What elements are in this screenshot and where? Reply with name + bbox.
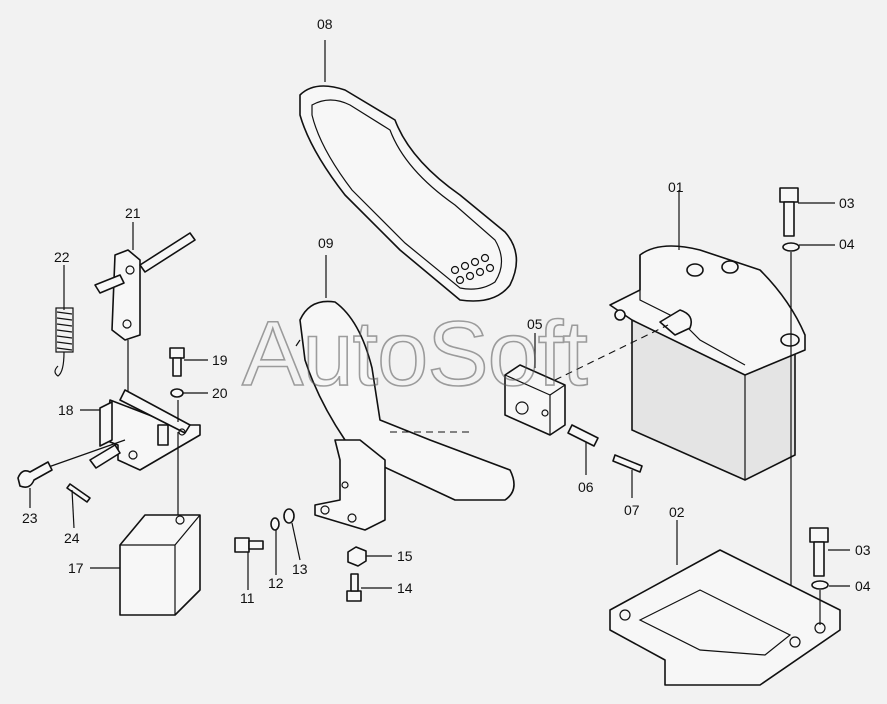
nut-15 xyxy=(347,546,392,567)
callout-11: 11 xyxy=(240,590,255,606)
bolt-11 xyxy=(234,537,264,590)
callout-03-lower: 03 xyxy=(855,542,871,558)
callout-23: 23 xyxy=(22,510,38,526)
bolt-19 xyxy=(169,347,208,377)
connector-block-05 xyxy=(504,333,566,436)
callout-07: 07 xyxy=(624,502,640,518)
pin-07 xyxy=(612,454,643,498)
callout-01: 01 xyxy=(668,179,684,195)
callout-08: 08 xyxy=(317,16,333,32)
block-17 xyxy=(90,514,201,616)
callout-24: 24 xyxy=(64,530,80,546)
washer-13 xyxy=(283,508,301,561)
bolt-03-upper xyxy=(779,187,835,640)
washer-20 xyxy=(170,388,208,422)
spring-22 xyxy=(54,265,74,377)
base-plate-02 xyxy=(609,520,841,686)
callout-03-upper: 03 xyxy=(839,195,855,211)
pin-23 xyxy=(17,461,53,508)
pin-06 xyxy=(567,424,599,475)
cylinder-unit-01 xyxy=(554,190,806,481)
washer-12 xyxy=(270,517,280,575)
bolt-03-lower xyxy=(809,527,850,625)
callout-15: 15 xyxy=(397,548,413,564)
callout-22: 22 xyxy=(54,249,70,265)
callout-21: 21 xyxy=(125,205,141,221)
bolt-14 xyxy=(346,573,392,602)
callout-04-lower: 04 xyxy=(855,578,871,594)
callout-19: 19 xyxy=(212,352,228,368)
callout-12: 12 xyxy=(268,575,284,591)
pedal-pad-08 xyxy=(299,40,518,302)
cotter-pin-24 xyxy=(66,483,91,529)
callout-14: 14 xyxy=(397,580,413,596)
bracket-18 xyxy=(39,389,201,515)
callout-20: 20 xyxy=(212,385,228,401)
lever-21 xyxy=(94,222,196,395)
callout-09: 09 xyxy=(318,235,334,251)
callout-17: 17 xyxy=(68,560,84,576)
callout-04-upper: 04 xyxy=(839,236,855,252)
callout-13: 13 xyxy=(292,561,308,577)
callout-02: 02 xyxy=(669,504,685,520)
callout-05: 05 xyxy=(527,316,543,332)
watermark: AutoSoft xyxy=(242,303,587,405)
pedal-bracket-09 xyxy=(295,255,515,531)
callout-06: 06 xyxy=(578,479,594,495)
callout-18: 18 xyxy=(58,402,74,418)
